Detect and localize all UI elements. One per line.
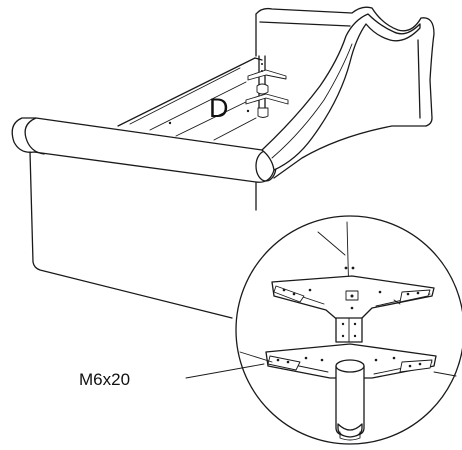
screw-leader-line xyxy=(185,363,265,379)
magnified-detail xyxy=(235,215,462,445)
bracket-assembly-d xyxy=(245,55,289,118)
screw-spec-label: M6x20 xyxy=(79,370,130,389)
part-letter-label: D xyxy=(209,93,229,123)
sofa-body xyxy=(11,6,435,319)
